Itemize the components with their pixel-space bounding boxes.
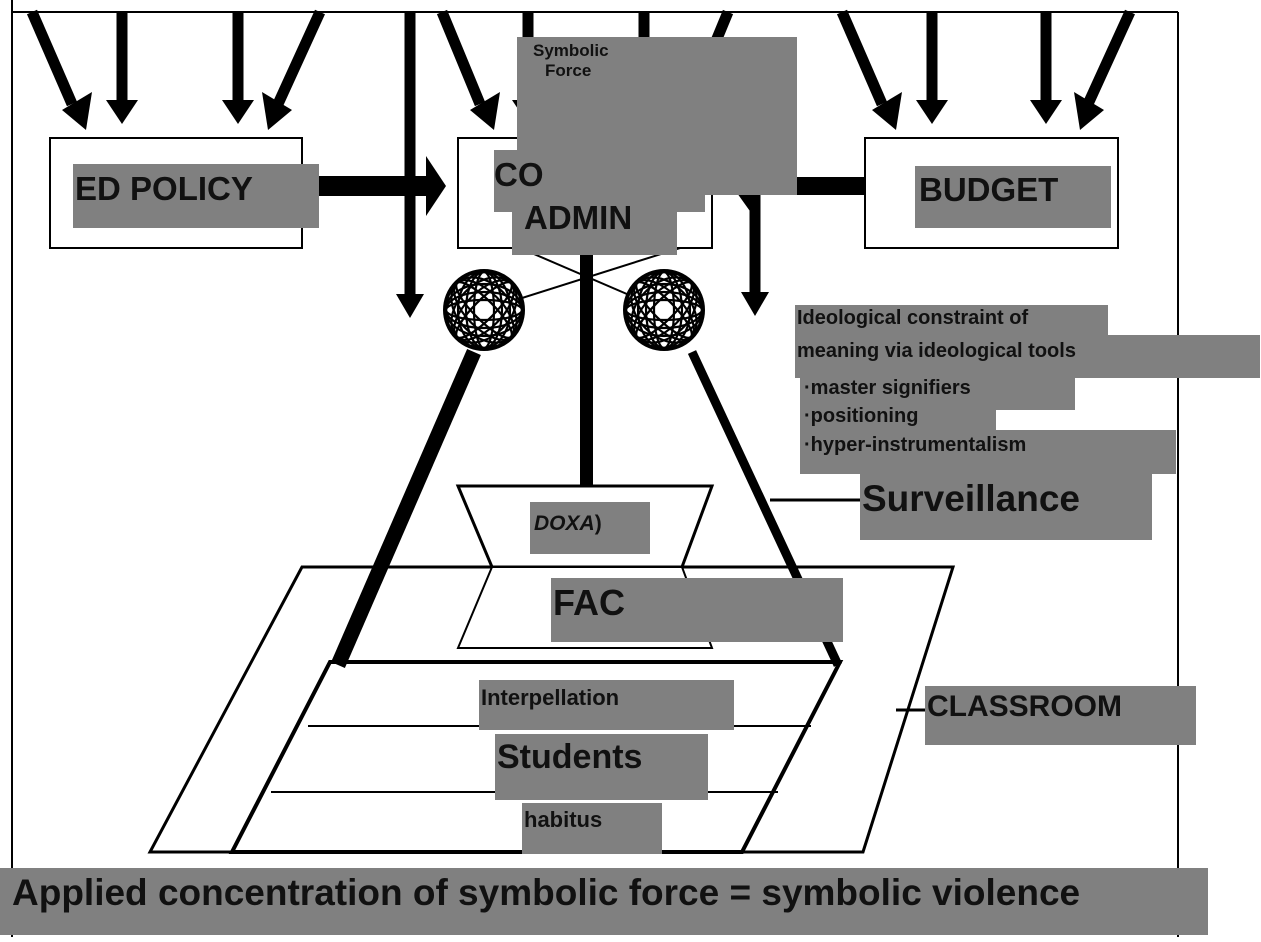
classroom-plane bbox=[147, 565, 956, 854]
admin-box-label-top: CO bbox=[494, 150, 544, 212]
students-label: Students bbox=[495, 734, 708, 800]
classroom-label: CLASSROOM bbox=[925, 686, 1196, 745]
doxa-close-paren: ) bbox=[594, 512, 602, 535]
ed-policy-label: ED POLICY bbox=[73, 164, 319, 228]
doxa-text: DOXA bbox=[534, 512, 595, 535]
long-down-arrows bbox=[396, 12, 769, 318]
students-trapezoid bbox=[228, 660, 844, 854]
doxa-label: DOXA) bbox=[530, 502, 650, 554]
fac-label: FAC bbox=[551, 578, 843, 642]
right-sphere bbox=[623, 269, 705, 351]
ideology-line-1: Ideological constraint of bbox=[795, 305, 1108, 335]
interpellation-label: Interpellation bbox=[479, 680, 734, 730]
ideology-item-hyper-instrumentalism: ·hyper-instrumentalism bbox=[800, 430, 1176, 474]
ideology-item-positioning: ·positioning bbox=[800, 405, 996, 435]
ideology-line-2: meaning via ideological tools bbox=[795, 335, 1260, 378]
admin-box-label: ADMIN bbox=[512, 195, 677, 255]
budget-label: BUDGET bbox=[915, 166, 1111, 228]
symbolic-force-line-1: Symbolic bbox=[533, 41, 609, 60]
central-column bbox=[580, 250, 593, 486]
surveillance-label: Surveillance bbox=[860, 474, 1152, 540]
footer-caption: Applied concentration of symbolic force … bbox=[0, 868, 1208, 935]
left-sphere bbox=[443, 269, 525, 351]
habitus-label: habitus bbox=[522, 803, 662, 854]
symbolic-force-line-2: Force bbox=[545, 60, 592, 80]
pyramid-left-side bbox=[331, 349, 481, 668]
incoming-arrows bbox=[26, 9, 1136, 107]
ideology-item-master-signifiers: ·master signifiers bbox=[800, 375, 1075, 410]
policy-to-admin-arrow bbox=[300, 176, 428, 196]
